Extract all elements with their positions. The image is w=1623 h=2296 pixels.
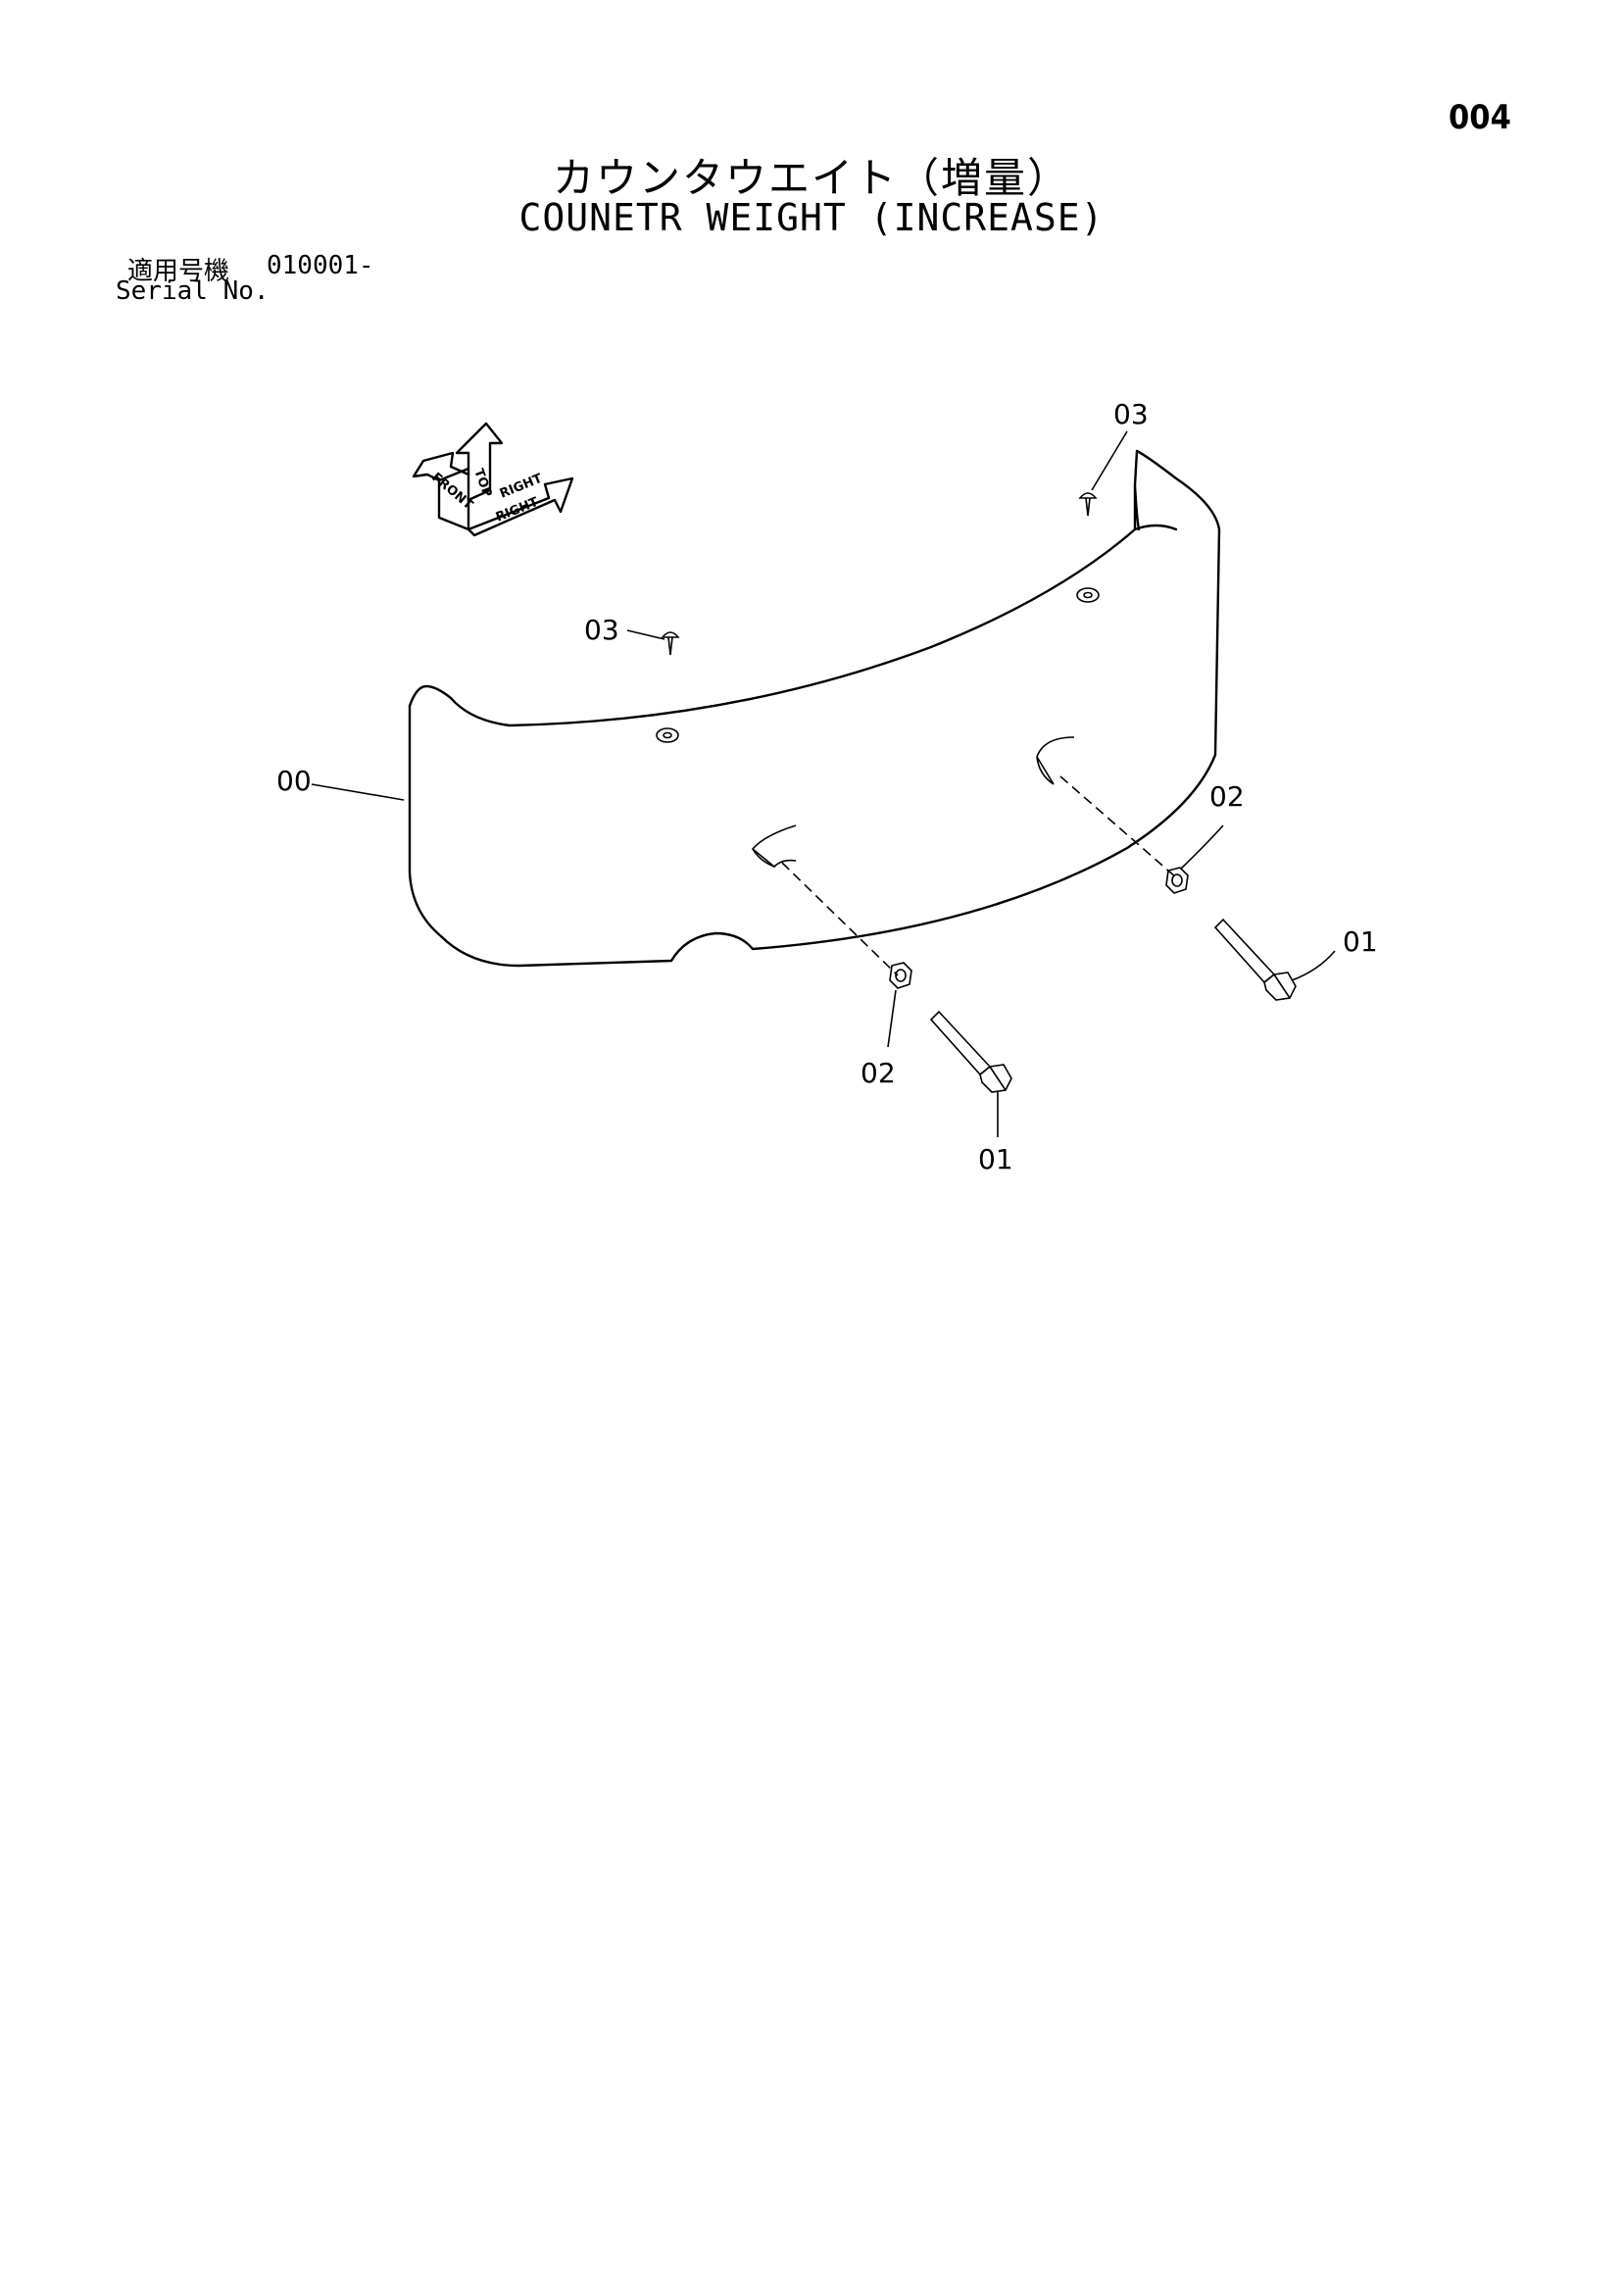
screw-top — [1078, 492, 1098, 517]
leader-03-top — [1091, 430, 1128, 491]
washer-lower — [889, 962, 912, 989]
screw-mid — [661, 631, 680, 656]
callout-01-upper: 01 — [1343, 925, 1378, 958]
page-number: 004 — [1449, 98, 1511, 137]
mounting-hole-right — [1036, 736, 1075, 785]
leader-03-mid — [626, 629, 665, 640]
callout-03-top: 03 — [1113, 398, 1149, 430]
leader-01-upper — [1291, 950, 1336, 981]
orientation-label-right-upper: RIGHT — [498, 472, 545, 502]
front-arrow-icon — [412, 451, 470, 482]
bolt-lower — [929, 1010, 1012, 1093]
callout-00: 00 — [276, 765, 312, 797]
callout-03-mid: 03 — [584, 614, 619, 646]
counterweight-top-edge — [408, 483, 1141, 727]
mounting-hole-left — [751, 824, 797, 869]
counterweight-top-fold — [1133, 524, 1178, 531]
orientation-marker: TOP FRONT RIGHT RIGHT — [412, 422, 574, 537]
serial-label-japanese: 適用号機 — [127, 257, 230, 286]
washer-upper — [1165, 867, 1189, 894]
top-bolt-recess-right — [1076, 587, 1100, 603]
leader-00 — [311, 783, 405, 801]
orientation-label-right-lower: RIGHT — [494, 495, 541, 525]
callout-01-lower: 01 — [978, 1143, 1013, 1175]
leader-02-lower — [887, 989, 897, 1048]
callout-02-upper: 02 — [1209, 780, 1245, 813]
assembly-line-left — [781, 862, 899, 976]
page-title-japanese: カウンタウエイト（増量） — [552, 154, 1070, 202]
right-arrow-icon — [467, 476, 574, 537]
serial-label-english: Serial No. — [116, 276, 270, 306]
page-title-english: COUNETR WEIGHT (INCREASE) — [518, 196, 1105, 239]
bolt-upper — [1213, 918, 1297, 1001]
leader-02-upper — [1180, 824, 1224, 870]
callout-02-lower: 02 — [861, 1057, 896, 1089]
counterweight-outline — [408, 449, 1221, 968]
top-bolt-recess-left — [656, 727, 679, 743]
counterweight-body — [408, 449, 1221, 968]
assembly-line-right — [1059, 775, 1177, 878]
top-arrow-icon — [455, 422, 504, 502]
serial-range: 010001- — [267, 251, 374, 280]
